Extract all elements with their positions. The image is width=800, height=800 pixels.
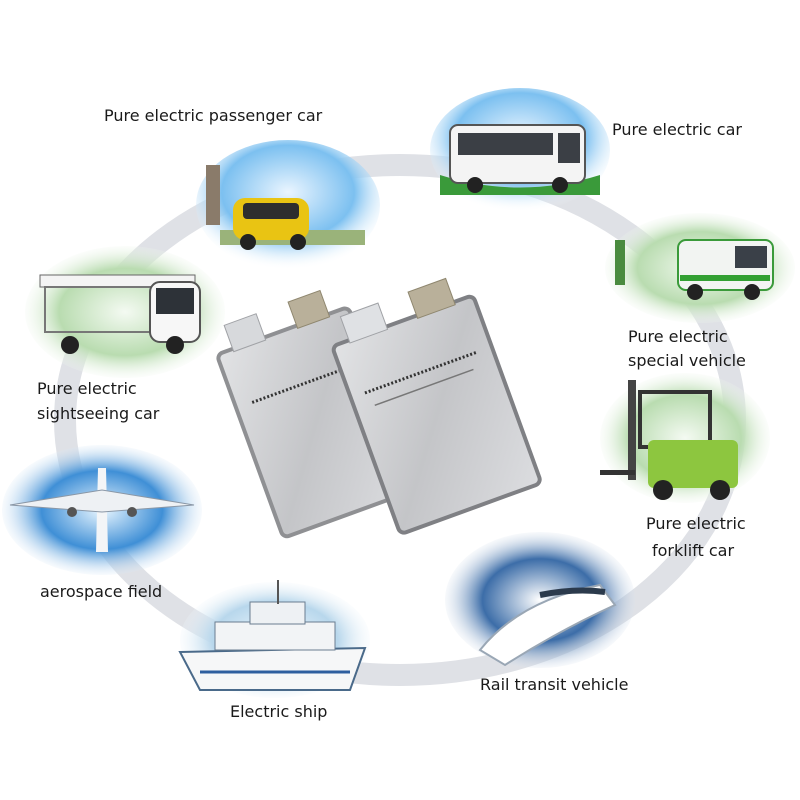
label-rail-transit: Rail transit vehicle — [480, 675, 629, 694]
rail-transit-image — [445, 532, 635, 668]
passenger-car-image — [196, 140, 380, 270]
label-special-vehicle-line1: Pure electric — [628, 327, 728, 346]
label-special-vehicle: Pure electric special vehicle — [628, 325, 746, 373]
label-electric-car: Pure electric car — [612, 120, 742, 139]
aerospace-image — [2, 445, 202, 575]
electric-bus-image — [430, 88, 610, 212]
special-vehicle-image — [605, 213, 795, 323]
label-forklift-car: Pure electric forklift car — [646, 510, 746, 564]
label-special-vehicle-line2: special vehicle — [628, 351, 746, 370]
forklift-image — [600, 373, 770, 503]
label-sightseeing-line1: Pure electric — [37, 379, 137, 398]
battery-cells-image — [216, 277, 542, 539]
label-electric-ship: Electric ship — [230, 702, 328, 721]
sightseeing-car-image — [25, 246, 225, 378]
electric-ship-image — [178, 580, 370, 698]
label-forklift-line1: Pure electric — [646, 514, 746, 533]
label-sightseeing-car: Pure electric sightseeing car — [37, 376, 159, 426]
label-forklift-line2: forklift car — [652, 541, 735, 560]
label-passenger-car: Pure electric passenger car — [104, 106, 323, 125]
label-sightseeing-line2: sightseeing car — [37, 404, 160, 423]
label-aerospace: aerospace field — [40, 582, 163, 601]
